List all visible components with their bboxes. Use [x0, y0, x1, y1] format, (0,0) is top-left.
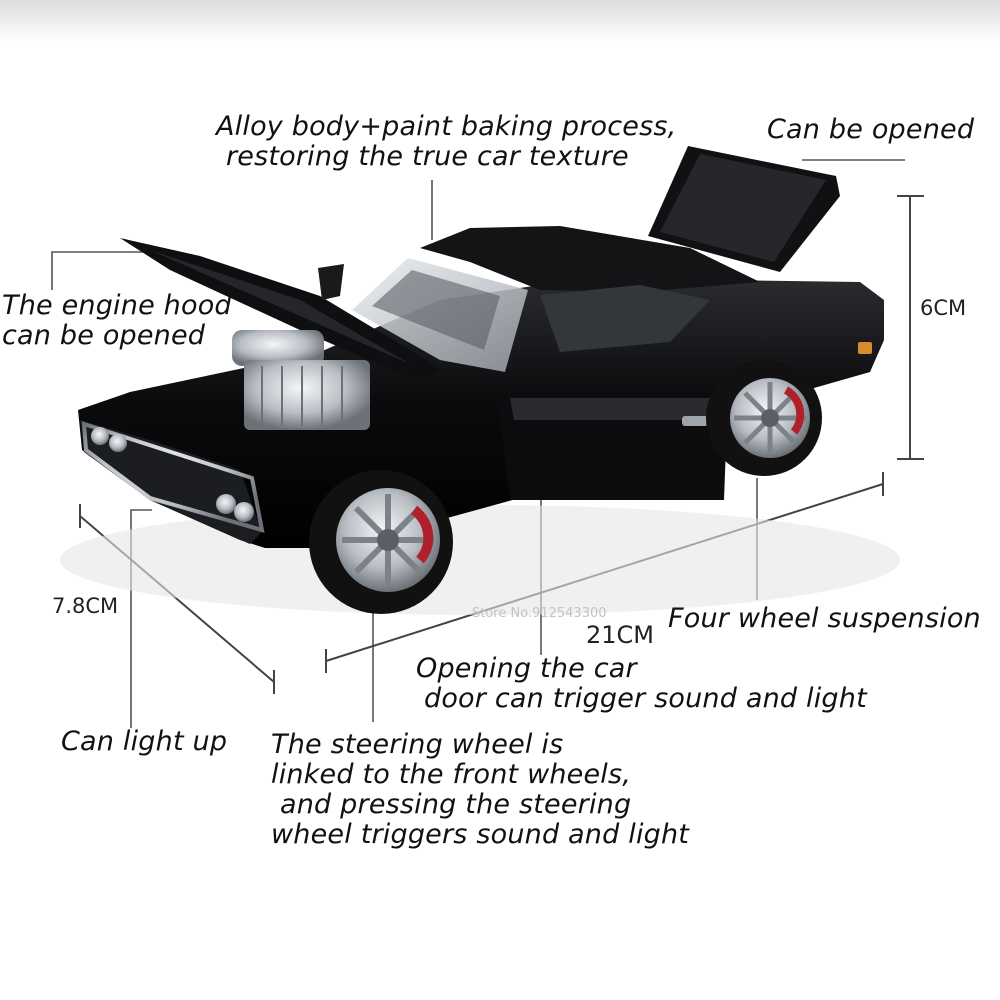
- alloy-callout-line1: Alloy body+paint baking process,: [216, 111, 677, 142]
- steering-callout-line4: wheel triggers sound and light: [271, 819, 690, 850]
- side-window: [540, 285, 710, 352]
- front-grille: [80, 420, 262, 544]
- door-callout-line1: Opening the car: [416, 653, 637, 684]
- ground-shadow: [60, 505, 900, 615]
- door-callout-line2: door can trigger sound and light: [424, 683, 867, 714]
- rear-wheel: [706, 360, 822, 476]
- lights-callout: Can light up: [61, 726, 228, 757]
- width-label: 7.8CM: [52, 594, 119, 618]
- front-wheel: [309, 470, 453, 614]
- car-body: [78, 280, 884, 548]
- hood-callout-line1: The engine hood: [2, 290, 232, 321]
- trunk-callout: Can be opened: [767, 114, 975, 145]
- rear-marker-light: [858, 342, 872, 354]
- store-watermark: Store No.912543300: [472, 606, 607, 621]
- side-mirror: [318, 264, 344, 300]
- leader-hood: [51, 251, 168, 290]
- leader-lights: [130, 509, 152, 728]
- car-roof: [420, 226, 760, 292]
- wheels-callout: Four wheel suspension: [668, 603, 981, 634]
- chrome-engine: [232, 330, 370, 430]
- length-label: 21CM: [586, 621, 655, 649]
- steering-callout-line2: linked to the front wheels,: [271, 759, 632, 790]
- engine-hood: [120, 238, 440, 384]
- steering-callout-line1: The steering wheel is: [271, 729, 564, 760]
- alloy-callout-line2: restoring the true car texture: [226, 141, 629, 172]
- headlights: [91, 427, 254, 522]
- height-label: 6CM: [920, 296, 967, 320]
- hood-callout-line2: can be opened: [2, 320, 206, 351]
- top-gray-band: [0, 0, 1000, 42]
- steering-callout-line3: and pressing the steering: [280, 789, 632, 820]
